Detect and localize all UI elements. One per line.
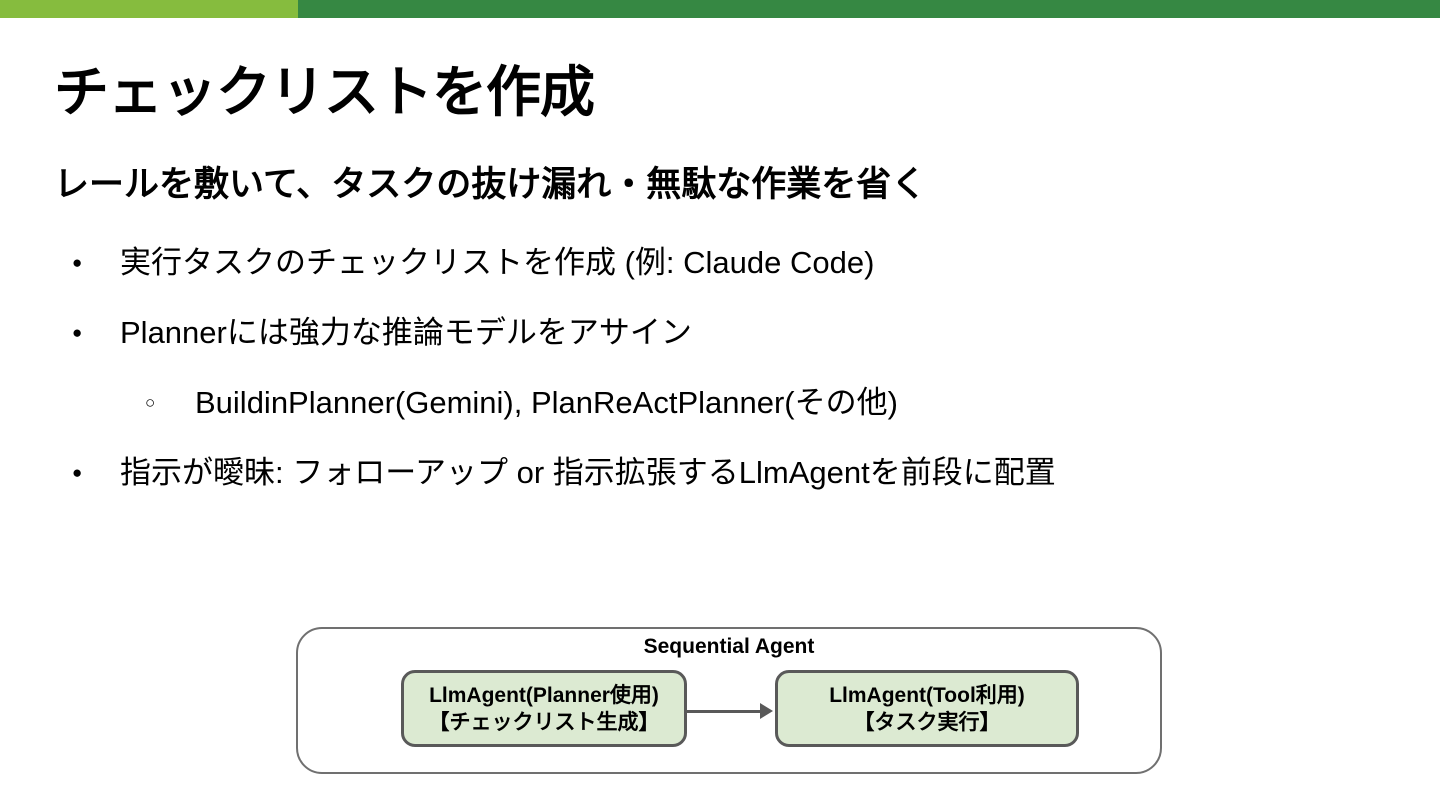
node-line1: LlmAgent(Planner使用): [429, 683, 659, 707]
top-accent-bar-left: [0, 0, 298, 18]
bullet-marker-icon: ○: [145, 393, 156, 412]
bullet-text: Plannerには強力な推論モデルをアサイン: [120, 315, 692, 350]
top-accent-bar-right: [298, 0, 1440, 18]
node-line2: 【チェックリスト生成】: [428, 710, 660, 734]
bullet-text: BuildinPlanner(Gemini), PlanReActPlanner…: [195, 385, 898, 420]
bullet-marker-icon: ●: [72, 463, 83, 482]
bullet-sub-item: ○ BuildinPlanner(Gemini), PlanReActPlann…: [145, 380, 898, 426]
slide-title: チェックリストを作成: [54, 61, 595, 123]
llm-agent-planner-node: LlmAgent(Planner使用) 【チェックリスト生成】: [401, 670, 687, 747]
arrow-shaft: [687, 710, 761, 713]
sequential-agent-container: Sequential Agent LlmAgent(Planner使用) 【チェ…: [296, 627, 1162, 774]
node-line2: 【タスク実行】: [853, 710, 1001, 734]
node-line1: LlmAgent(Tool利用): [829, 683, 1025, 707]
slide-subtitle: レールを敷いて、タスクの抜け漏れ・無駄な作業を省く: [54, 165, 927, 204]
bullet-text: 実行タスクのチェックリストを作成 (例: Claude Code): [120, 245, 875, 280]
bullet-marker-icon: ●: [72, 253, 83, 272]
arrow-head: [760, 703, 773, 719]
sequential-agent-label: Sequential Agent: [643, 635, 815, 658]
bullet-item: ● Plannerには強力な推論モデルをアサイン: [72, 310, 692, 356]
bullet-item: ● 実行タスクのチェックリストを作成 (例: Claude Code): [72, 240, 874, 286]
bullet-marker-icon: ●: [72, 323, 83, 342]
bullet-text: 指示が曖昧: フォローアップ or 指示拡張するLlmAgentを前段に配置: [120, 455, 1056, 490]
llm-agent-tool-node: LlmAgent(Tool利用) 【タスク実行】: [775, 670, 1079, 747]
bullet-item: ● 指示が曖昧: フォローアップ or 指示拡張するLlmAgentを前段に配置: [72, 450, 1056, 496]
arrow-right-icon: [687, 703, 773, 720]
